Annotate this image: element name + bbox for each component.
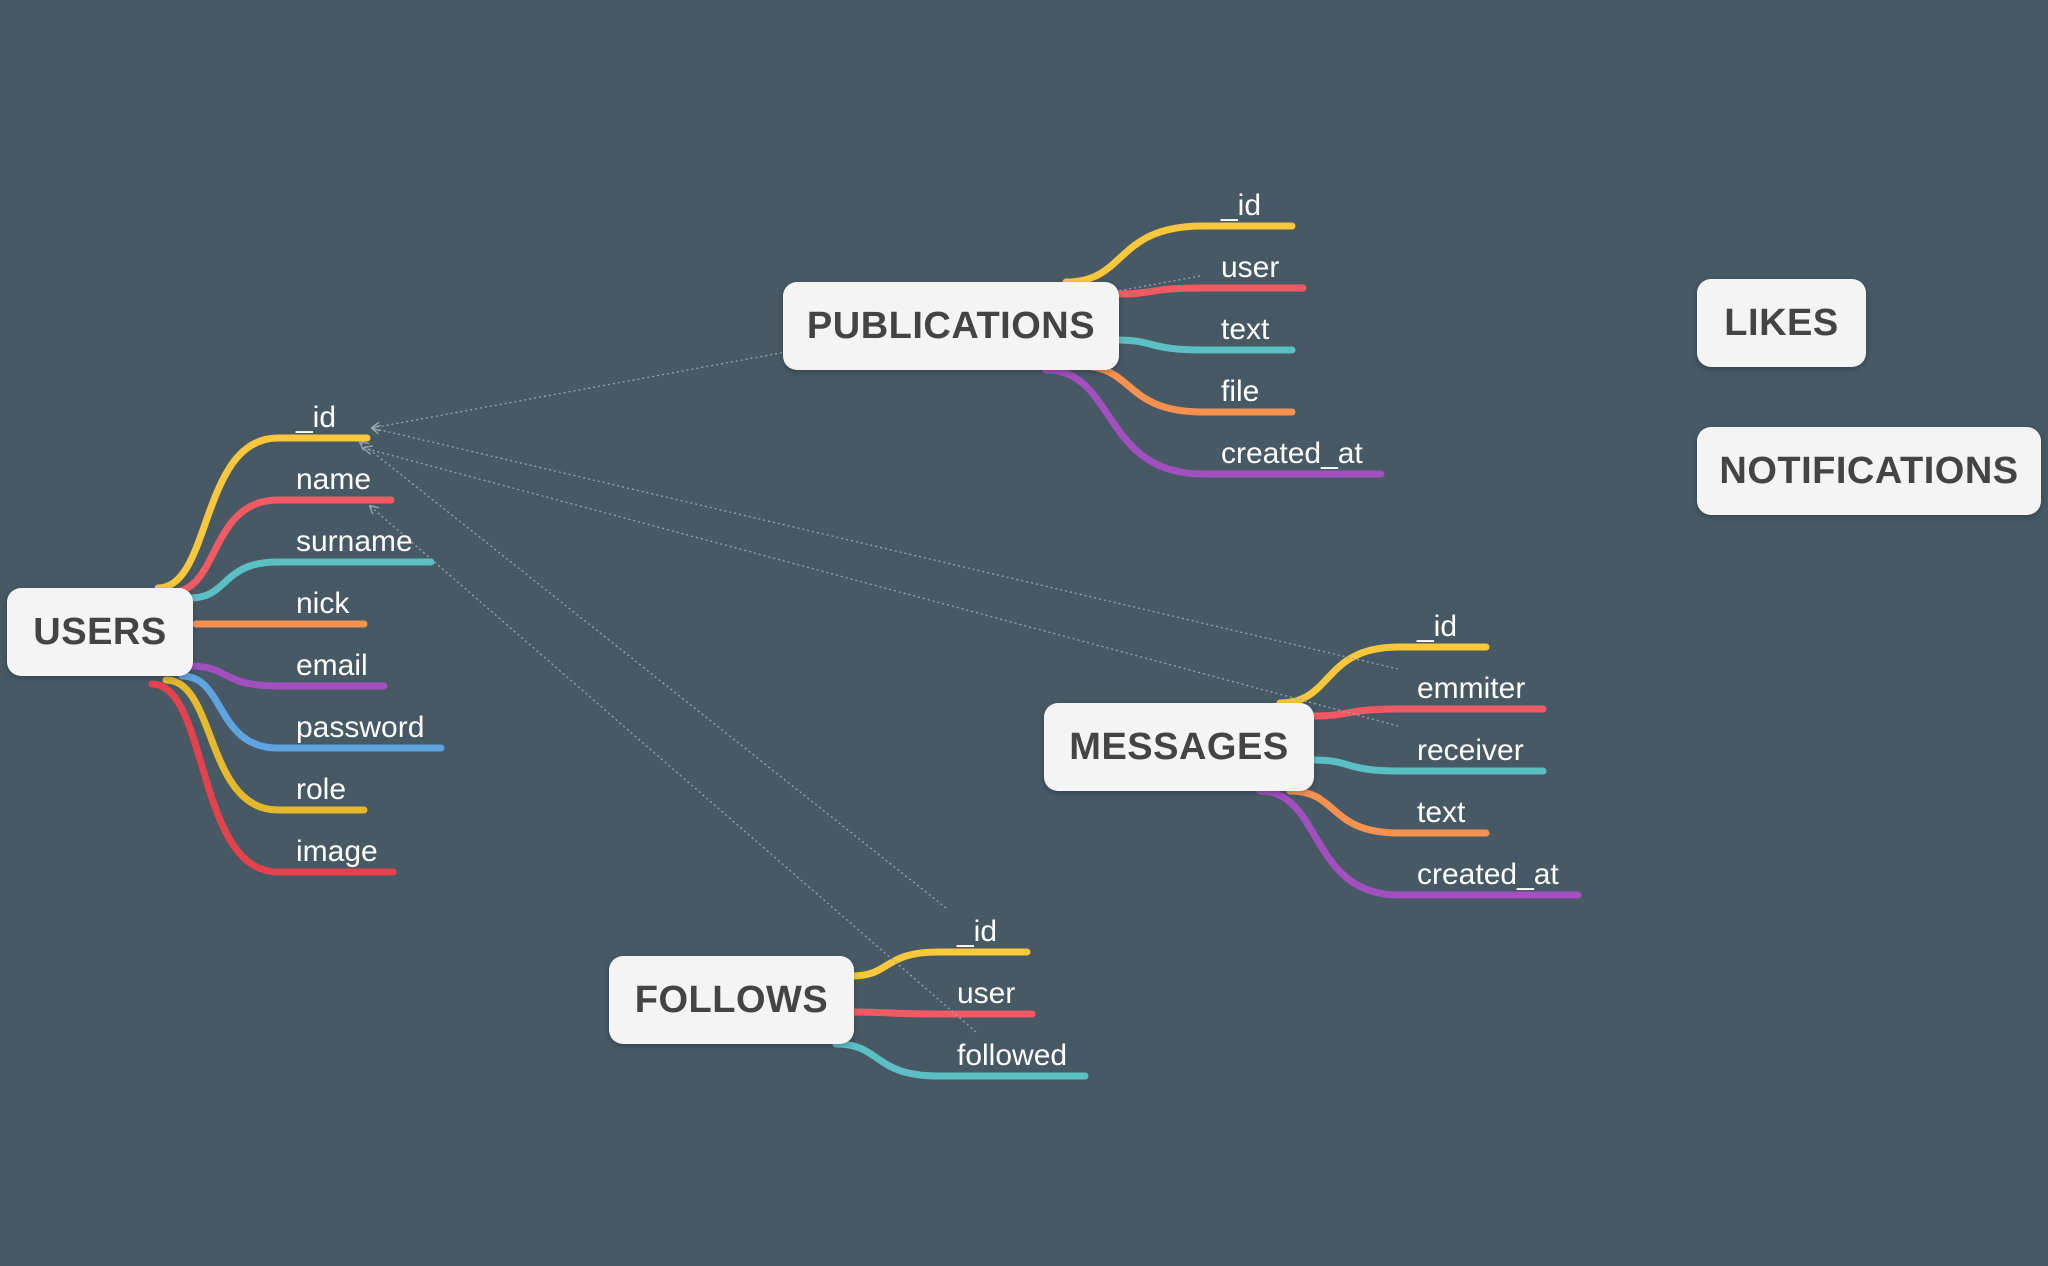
follows-node[interactable]: FOLLOWS (609, 956, 854, 1044)
users-branch-email (186, 662, 388, 690)
messages-branch-emmiter (1310, 705, 1547, 720)
users-field-password[interactable]: password (296, 711, 425, 744)
publications-field-id[interactable]: _id (1221, 189, 1262, 222)
users-branch-password (178, 672, 445, 752)
notifications-node[interactable]: NOTIFICATIONS (1697, 427, 2041, 515)
relation-messages-receiver-to-users-id (364, 448, 1399, 727)
follows-branch-id (848, 948, 1031, 980)
messages-branch-createdat (1256, 787, 1582, 899)
messages-branch-receiver (1310, 756, 1547, 775)
follows-field-id[interactable]: _id (957, 915, 998, 948)
users-field-email[interactable]: email (296, 649, 368, 682)
publications-branch-file (1076, 362, 1296, 416)
relation-messages-emmiter-to-users-id (372, 428, 1399, 670)
follows-branch-user (850, 1008, 1036, 1018)
follows-field-followed[interactable]: followed (957, 1039, 1068, 1072)
messages-branch-id (1276, 643, 1490, 707)
users-field-surname[interactable]: surname (296, 525, 413, 558)
messages-field-text[interactable]: text (1417, 796, 1466, 829)
publications-branch-user (1113, 284, 1307, 298)
messages-field-id[interactable]: _id (1417, 610, 1458, 643)
publications-field-user[interactable]: user (1221, 251, 1280, 284)
users-branch-image (148, 680, 397, 876)
relation-follows-followed-to-users-id (370, 506, 977, 1033)
publications-node[interactable]: PUBLICATIONS (783, 282, 1119, 370)
publications-branch-createdat (1042, 366, 1385, 478)
users-field-role[interactable]: role (296, 773, 347, 806)
messages-node[interactable]: MESSAGES (1044, 703, 1314, 791)
users-branch-id (154, 434, 371, 592)
users-branch-name (168, 496, 395, 596)
users-field-nick[interactable]: nick (296, 587, 350, 620)
users-field-id[interactable]: _id (296, 401, 337, 434)
publications-branch-id (1062, 222, 1296, 286)
follows-branch-followed (832, 1040, 1089, 1080)
users-branch-role (162, 676, 368, 814)
messages-field-emmiter[interactable]: emmiter (1417, 672, 1526, 705)
users-branch-surname (186, 558, 435, 602)
follows-field-user[interactable]: user (957, 977, 1016, 1010)
publications-field-file[interactable]: file (1221, 375, 1260, 408)
users-node[interactable]: USERS (7, 588, 193, 676)
messages-field-created-at[interactable]: created_at (1417, 858, 1559, 891)
publications-field-created-at[interactable]: created_at (1221, 437, 1363, 470)
publications-field-text[interactable]: text (1221, 313, 1270, 346)
likes-node[interactable]: LIKES (1697, 279, 1866, 367)
publications-branch-text (1113, 336, 1296, 354)
users-field-name[interactable]: name (296, 463, 372, 496)
messages-branch-text (1286, 787, 1490, 837)
messages-field-receiver[interactable]: receiver (1417, 734, 1524, 767)
users-field-image[interactable]: image (296, 835, 378, 868)
relation-follows-user-to-users-id (360, 442, 947, 909)
